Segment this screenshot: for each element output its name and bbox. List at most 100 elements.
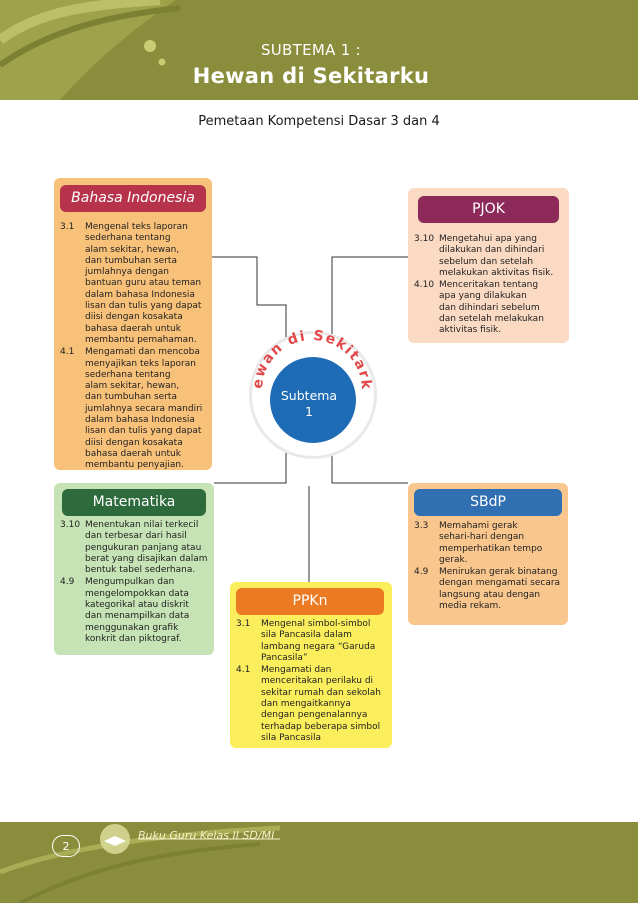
kd-text-line: terhadap beberapa simbol bbox=[261, 721, 381, 732]
kd-text-line: menceritakan perilaku di bbox=[261, 676, 374, 687]
page-subtitle: Pemetaan Kompetensi Dasar 3 dan 4 bbox=[198, 114, 440, 129]
kd-number: 3.1 bbox=[60, 222, 75, 232]
kd-text-line: jumlahnya dengan bbox=[85, 267, 169, 278]
kd-text-line: dan tumbuhan serta bbox=[85, 255, 177, 266]
kd-number: 3.1 bbox=[236, 619, 251, 629]
kd-text-line: Mengamati dan bbox=[261, 665, 332, 676]
hub-center-line1: Subtema bbox=[280, 388, 338, 403]
kd-text-line: dan dihindari sebelum bbox=[439, 302, 540, 313]
kd-text-line: Mengumpulkan dan bbox=[85, 577, 175, 588]
subtema-title: Hewan di Sekitarku bbox=[192, 64, 430, 88]
page-number: 2 bbox=[52, 835, 80, 857]
kd-text-line: langsung atau dengan bbox=[439, 589, 541, 600]
kd-text-line: Mengenal simbol-simbol bbox=[261, 619, 371, 629]
matematika-label: Matematika bbox=[62, 489, 206, 516]
kd-text-line: bahasa daerah untuk bbox=[85, 323, 181, 334]
kd-text-line: lambang negara “Garuda bbox=[261, 641, 376, 652]
kd-number: 3.3 bbox=[414, 521, 429, 531]
kd-text-line: diisi dengan kosakata bbox=[85, 437, 183, 448]
kd-text-line: sehari-hari dengan bbox=[439, 532, 525, 543]
kd-text-line: dengan pengenalannya bbox=[261, 710, 368, 721]
kd-text-line: sebelum dan setelah bbox=[439, 256, 534, 267]
kd-text-line: bahasa daerah untuk bbox=[85, 448, 181, 459]
kd-text-line: Mengenal teks laporan bbox=[85, 222, 188, 232]
kd-text-line: dan mengaitkannya bbox=[261, 699, 351, 710]
kd-text-line: sederhana tentang bbox=[85, 233, 171, 244]
header-swirl-decoration bbox=[0, 0, 181, 100]
kd-text-line: alam sekitar, hewan, bbox=[85, 381, 180, 392]
bahasa-indonesia-label: Bahasa Indonesia bbox=[60, 185, 206, 212]
panel-bahasa-indonesia bbox=[54, 178, 212, 470]
kd-text-line: bantuan guru atau teman bbox=[85, 278, 202, 289]
kd-text-line: dalam bahasa Indonesia bbox=[85, 289, 195, 300]
kd-text-line: Pancasila” bbox=[261, 652, 308, 663]
kd-text-line: diisi dengan kosakata bbox=[85, 312, 183, 323]
kd-text-line: Mengamati dan mencoba bbox=[85, 347, 200, 358]
kd-text-line: alam sekitar, hewan, bbox=[85, 244, 180, 255]
kd-text-line: sekitar rumah dan sekolah bbox=[261, 687, 381, 698]
hub-center-line2: 1 bbox=[305, 404, 313, 419]
kd-text-line: dan tumbuhan serta bbox=[85, 392, 177, 403]
header-band: SUBTEMA 1 : Hewan di Sekitarku bbox=[0, 0, 638, 100]
kd-number: 4.1 bbox=[236, 665, 251, 676]
kd-text-line: sila Pancasila bbox=[261, 732, 321, 743]
kd-text-line: dalam bahasa Indonesia bbox=[85, 415, 195, 426]
kd-text-line: pengukuran panjang atau bbox=[85, 542, 202, 553]
kd-text-line: dan menampilkan data bbox=[85, 611, 190, 622]
kd-text-line: menyajikan teks laporan bbox=[85, 358, 196, 369]
kd-text-line: sederhana tentang bbox=[85, 369, 171, 380]
kd-text-line: menggunakan grafik bbox=[85, 622, 179, 633]
kd-text-line: lisan dan tulis yang dapat bbox=[85, 301, 202, 312]
kd-number: 4.10 bbox=[414, 280, 435, 291]
kd-text-line: dan terbesar dari hasil bbox=[85, 531, 187, 542]
sbdp-label: SBdP bbox=[414, 489, 562, 516]
kd-text-line: dan setelah melakukan bbox=[439, 314, 544, 325]
kd-text-line: kategorikal atau diskrit bbox=[85, 600, 189, 611]
kd-number: 4.9 bbox=[414, 567, 429, 578]
kd-text-line: media rekam. bbox=[439, 601, 502, 612]
kd-text-line: Mengetahui apa yang bbox=[439, 234, 537, 244]
kd-text-line: melakukan aktivitas fisik. bbox=[439, 267, 554, 278]
kd-text-line: Menirukan gerak binatang bbox=[439, 567, 558, 578]
kd-number: 3.10 bbox=[60, 520, 81, 530]
kd-text-line: Menentukan nilai terkecil bbox=[85, 520, 199, 530]
kd-text-line: membantu penyajian. bbox=[85, 460, 184, 471]
kd-text-line: sila Pancasila dalam bbox=[261, 630, 352, 641]
hub-center-circle bbox=[270, 357, 356, 443]
kd-text-line: dilakukan dan dihindari bbox=[439, 245, 545, 256]
hub-center-label: Subtema 1 bbox=[274, 388, 344, 420]
open-book-icon bbox=[104, 836, 126, 846]
kd-text-line: lisan dan tulis yang dapat bbox=[85, 426, 202, 437]
kd-number: 3.10 bbox=[414, 234, 435, 244]
kd-text-line: mengelompokkan data bbox=[85, 588, 189, 599]
kd-number: 4.1 bbox=[60, 347, 75, 358]
ppkn-label: PPKn bbox=[236, 588, 384, 615]
kd-text-line: aktivitas fisik. bbox=[439, 325, 502, 336]
pjok-label: PJOK bbox=[418, 196, 559, 223]
book-title: Buku Guru Kelas II SD/MI bbox=[138, 829, 275, 842]
footer-decoration bbox=[0, 822, 638, 903]
